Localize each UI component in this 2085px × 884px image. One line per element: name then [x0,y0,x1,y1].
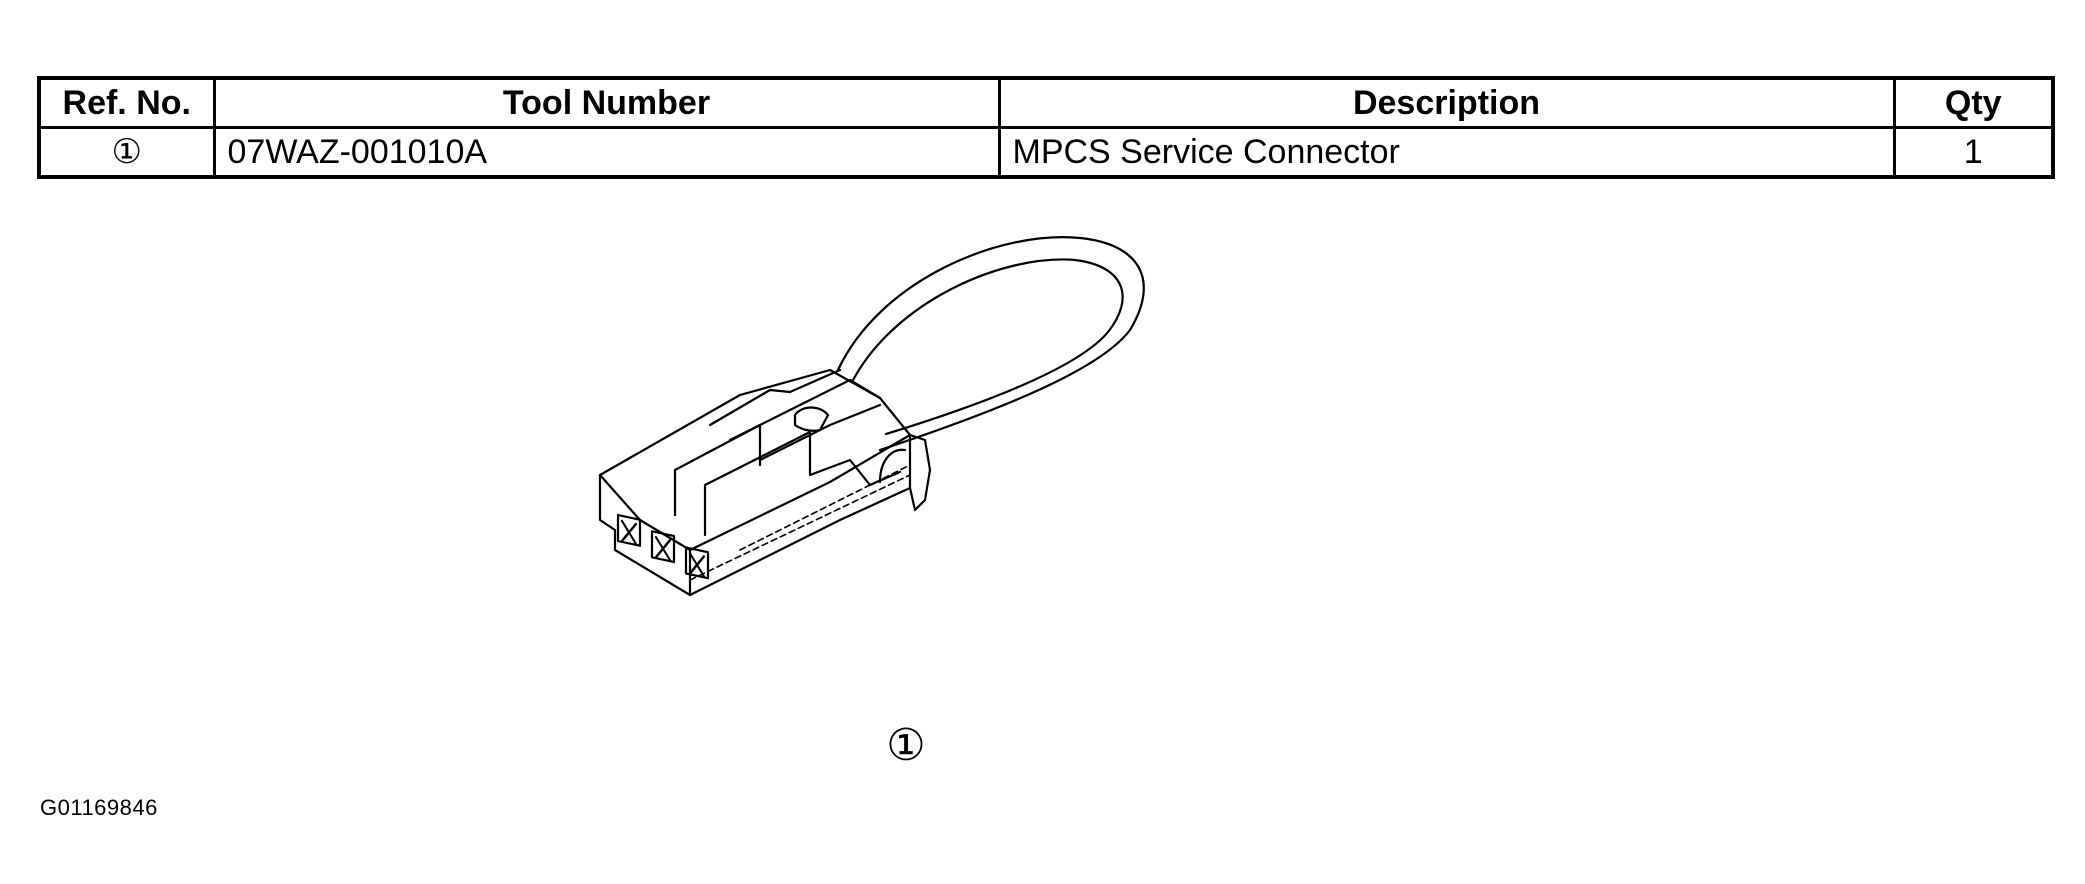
header-tool-number: Tool Number [212,76,1001,129]
cell-qty: 1 [1892,126,2055,179]
table-header-row: Ref. No. Tool Number Description Qty [37,76,2055,129]
wire-loop-inner [850,258,1124,436]
cell-tool-number: 07WAZ-001010A [212,126,1001,179]
header-qty: Qty [1892,76,2055,129]
callout-ref-1: ① [886,721,926,770]
figure-id: G01169846 [40,795,158,820]
connector-illustration [598,236,1145,597]
wire-loop-outer [836,236,1145,452]
cell-ref-no: ① [37,126,216,179]
tool-table: Ref. No. Tool Number Description Qty ① 0… [37,76,2055,179]
table-row: ① 07WAZ-001010A MPCS Service Connector 1 [37,126,2055,179]
cell-description: MPCS Service Connector [997,126,1896,179]
header-description: Description [997,76,1896,129]
connector-front-face [598,473,692,597]
header-ref-no: Ref. No. [37,76,216,129]
